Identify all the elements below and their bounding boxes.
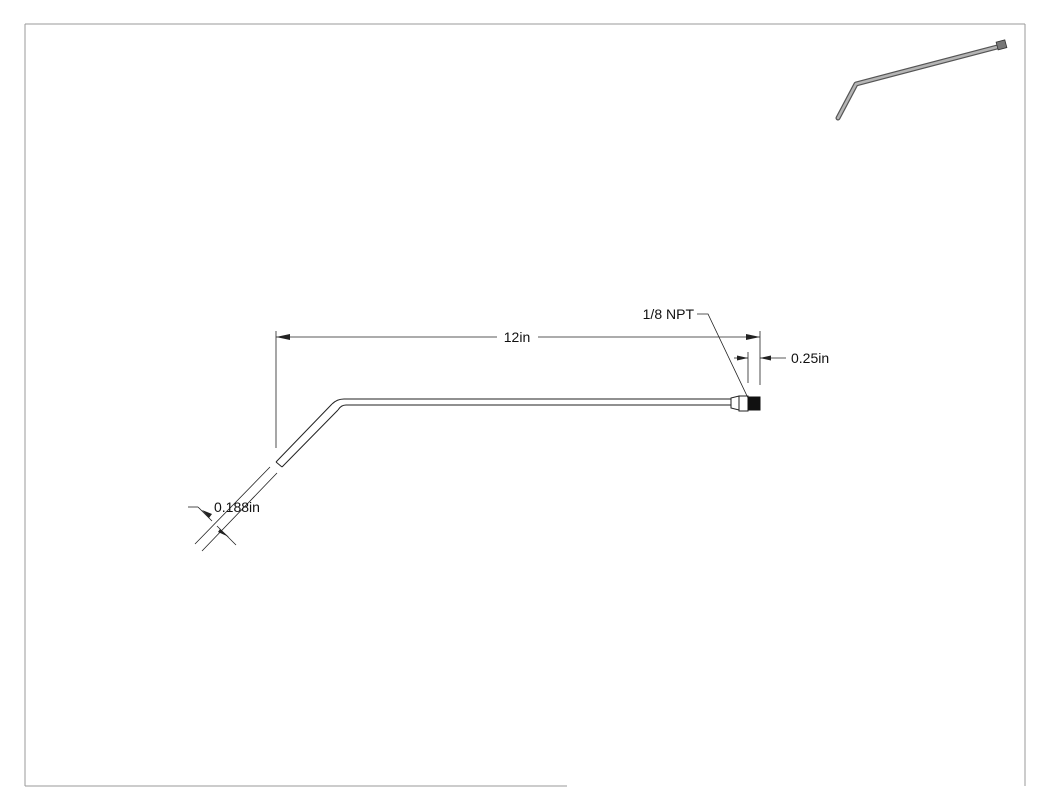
- thread-callout: 1/8 NPT: [643, 306, 749, 399]
- overall-length-label: 12in: [504, 329, 530, 345]
- dimension-fitting-length: 0.25in: [734, 350, 829, 383]
- fitting-length-label: 0.25in: [791, 350, 829, 366]
- dimension-overall-length: 12in: [275, 329, 761, 448]
- dimension-tube-diameter: 0.188in: [188, 466, 278, 552]
- isometric-view: [835, 39, 1008, 121]
- tube-main-view: [275, 398, 732, 468]
- tube-diameter-label: 0.188in: [214, 499, 260, 515]
- sheet-frame: [24, 23, 1026, 787]
- npt-fitting: [730, 395, 761, 412]
- thread-note-label: 1/8 NPT: [643, 306, 695, 322]
